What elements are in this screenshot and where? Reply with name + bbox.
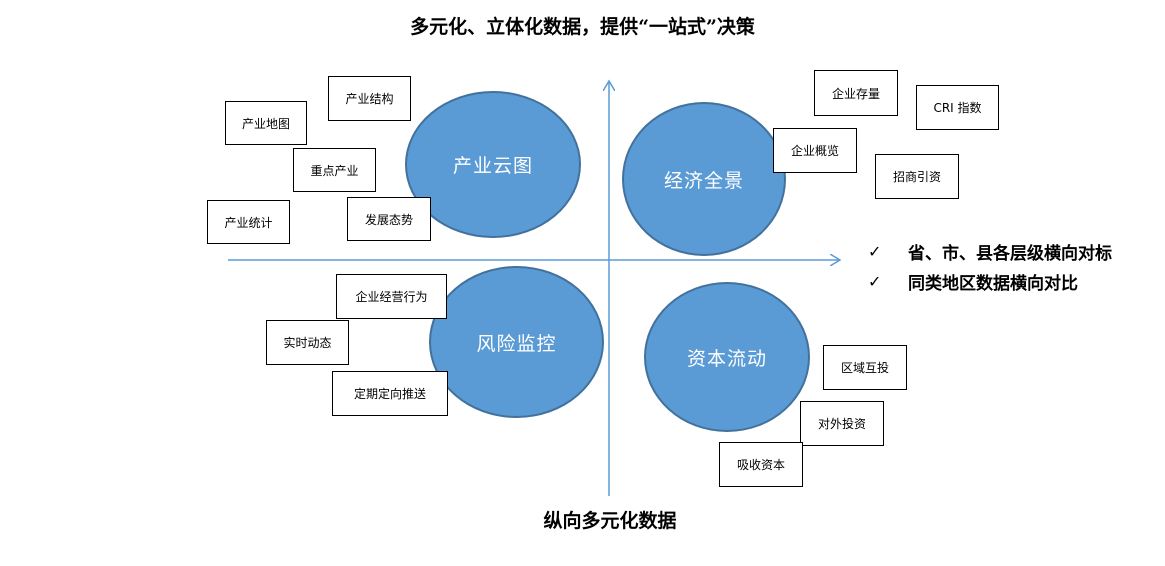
hub-capital-flow: 资本流动 [644,282,810,432]
box-industry-structure: 产业结构 [328,76,411,121]
box-industry-statistics: 产业统计 [207,200,290,244]
checklist-item: ✓ 省、市、县各层级横向对标 [868,236,1112,266]
checklist: ✓ 省、市、县各层级横向对标 ✓ 同类地区数据横向对比 [868,236,1112,296]
vertical-axis-label: 纵向多元化数据 [543,510,677,532]
box-industry-map: 产业地图 [225,101,307,145]
box-key-industry: 重点产业 [293,148,376,192]
checklist-item: ✓ 同类地区数据横向对比 [868,266,1112,296]
diagram-title: 多元化、立体化数据，提供“一站式”决策 [410,16,755,38]
box-enterprise-stock: 企业存量 [814,70,898,116]
hub-economy-panorama: 经济全景 [622,102,786,256]
hub-risk-monitoring: 风险监控 [429,266,604,418]
box-investment-attraction: 招商引资 [875,154,959,199]
hub-industry-cloud: 产业云图 [405,91,581,238]
box-enterprise-overview: 企业概览 [773,128,857,173]
check-icon: ✓ [868,271,882,291]
box-development-trend: 发展态势 [347,197,431,241]
box-business-behavior: 企业经营行为 [336,274,447,319]
box-cri-index: CRI 指数 [916,85,999,130]
box-capital-absorption: 吸收资本 [719,442,803,487]
box-outbound-investment: 对外投资 [800,401,884,446]
checklist-item-text: 同类地区数据横向对比 [908,273,1078,294]
box-realtime-dynamics: 实时动态 [266,320,349,365]
box-targeted-push: 定期定向推送 [332,371,448,416]
checklist-item-text: 省、市、县各层级横向对标 [908,243,1112,264]
check-icon: ✓ [868,241,882,261]
box-regional-investment: 区域互投 [823,345,907,390]
